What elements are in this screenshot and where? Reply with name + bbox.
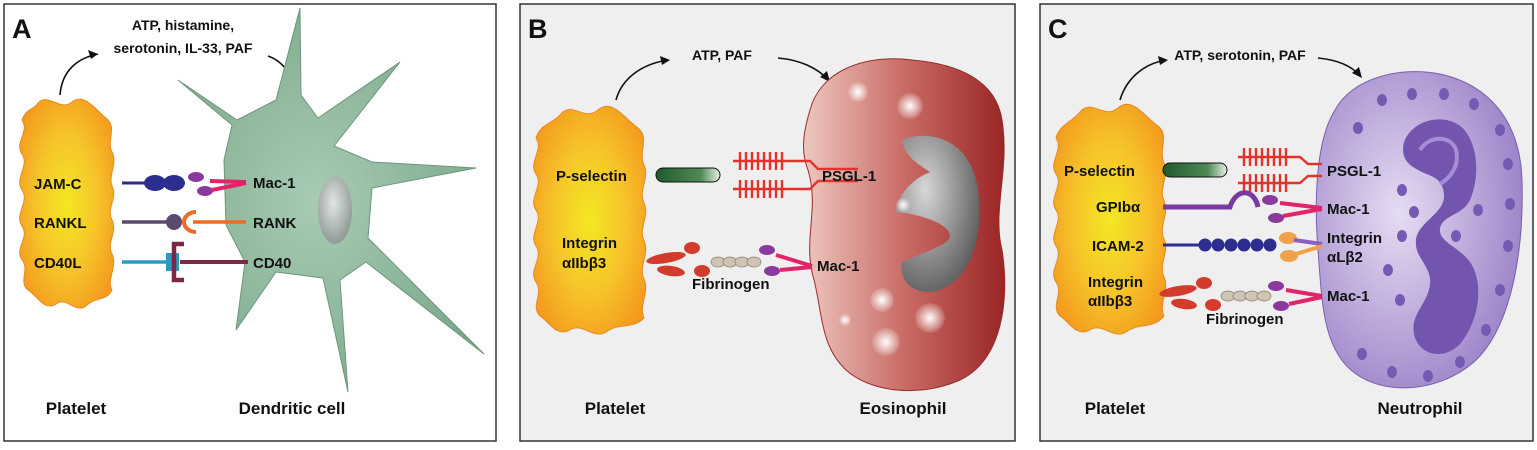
- label-integrin-c2: Integrin: [1327, 230, 1382, 247]
- dendritic-cell-nucleus: [318, 176, 352, 244]
- label-mac-1-b: Mac-1: [817, 258, 860, 275]
- label-rankl: RANKL: [34, 215, 87, 232]
- p-selectin-rod-c: [1162, 162, 1228, 178]
- neutrophil-nucleus-highlight: [1418, 136, 1459, 186]
- eosinophil-granule: [915, 303, 945, 333]
- mac-1-neutrophil-2: [1268, 281, 1323, 311]
- panel-b-mediators: ATP, PAF: [692, 47, 752, 63]
- panel-c-mediators: ATP, serotonin, PAF: [1174, 47, 1306, 63]
- panel-b-curved-arrow-left: [615, 59, 669, 101]
- cd40-receptor: [171, 241, 248, 283]
- eosinophil-granule: [870, 288, 894, 312]
- panel-c-arrowhead-right: [1352, 67, 1362, 78]
- label-p-selectin-c: P-selectin: [1064, 163, 1135, 180]
- panel-a-mediators-line1: ATP, histamine,: [132, 17, 234, 33]
- label-integrin-b: Integrin: [562, 235, 617, 252]
- gpiba-receptor: [1163, 190, 1261, 210]
- caption-dendritic-cell: Dendritic cell: [239, 399, 346, 418]
- jam-c-receptor: [122, 175, 185, 191]
- mac-1-eosinophil: [759, 245, 813, 276]
- label-mac-1-a: Mac-1: [253, 175, 296, 192]
- neutrophil-nucleus: [1403, 119, 1479, 355]
- panel-b-arrowhead-right: [820, 71, 830, 82]
- label-cd40l: CD40L: [34, 255, 82, 272]
- p-selectin-rod-b: [655, 167, 721, 183]
- psgl-1-b: [733, 152, 858, 198]
- panel-a-mediators-line2: serotonin, IL-33, PAF: [114, 40, 253, 56]
- integrin-alb2: [1279, 232, 1323, 262]
- panel-b-letter: B: [528, 14, 548, 44]
- fibrinogen-c: [1220, 290, 1272, 302]
- mac-1-neutrophil-1: [1262, 195, 1323, 223]
- eosinophil-granule: [896, 198, 910, 212]
- label-gpiba: GPIbα: [1096, 199, 1141, 216]
- panel-c-platelet: [1053, 103, 1167, 335]
- caption-neutrophil: Neutrophil: [1378, 399, 1463, 418]
- panel-a: A ATP, histamine, serotonin, IL-33, PAF: [3, 3, 497, 442]
- label-integrin-c: Integrin: [1088, 274, 1143, 291]
- rankl-receptor: [122, 214, 182, 230]
- label-p-selectin-b: P-selectin: [556, 168, 627, 185]
- label-fibrinogen-c: Fibrinogen: [1206, 311, 1284, 328]
- panel-c-letter: C: [1048, 14, 1068, 44]
- label-icam-2: ICAM-2: [1092, 238, 1144, 255]
- panel-a-arrowhead-left: [88, 50, 98, 59]
- label-mac-1-c2: Mac-1: [1327, 288, 1370, 305]
- label-rank: RANK: [253, 215, 296, 232]
- caption-platelet-c: Platelet: [1085, 399, 1146, 418]
- integrin-aiibb3-c: [1159, 277, 1221, 311]
- label-aiibb3-c: αIIbβ3: [1088, 293, 1132, 310]
- label-mac-1-c1: Mac-1: [1327, 201, 1370, 218]
- caption-eosinophil: Eosinophil: [860, 399, 947, 418]
- eosinophil-granule: [872, 328, 900, 356]
- caption-platelet-b: Platelet: [585, 399, 646, 418]
- mac-1-dendritic: [188, 172, 247, 196]
- panel-a-letter: A: [12, 14, 32, 44]
- panel-b: B ATP, PAF: [519, 3, 1016, 442]
- panel-c: C ATP, serotonin, PAF: [1039, 3, 1534, 442]
- neutrophil-granules: [1353, 88, 1515, 382]
- caption-platelet-a: Platelet: [46, 399, 107, 418]
- label-psgl-1-c: PSGL-1: [1327, 163, 1381, 180]
- panel-c-arrowhead-left: [1158, 56, 1168, 65]
- fibrinogen-b: [710, 256, 762, 268]
- eosinophil-granule: [848, 82, 868, 102]
- label-aiibb3-b: αIIbβ3: [562, 255, 606, 272]
- label-alb2: αLβ2: [1327, 249, 1363, 266]
- panel-b-platelet: [533, 105, 647, 335]
- panel-a-platelet: [19, 98, 115, 309]
- panel-b-arrowhead-left: [660, 56, 670, 65]
- eosinophil-granule: [897, 93, 923, 119]
- eosinophil-granule: [839, 314, 851, 326]
- label-fibrinogen-b: Fibrinogen: [692, 276, 770, 293]
- icam-2-receptor: [1163, 238, 1277, 252]
- label-jam-c: JAM-C: [34, 176, 82, 193]
- label-psgl-1-b: PSGL-1: [822, 168, 876, 185]
- rank-receptor: [182, 210, 246, 234]
- eosinophil-body: [803, 58, 1006, 392]
- label-cd40: CD40: [253, 255, 291, 272]
- eosinophil-nucleus: [896, 135, 980, 292]
- integrin-aiibb3-b: [646, 242, 710, 277]
- psgl-1-c: [1238, 148, 1322, 192]
